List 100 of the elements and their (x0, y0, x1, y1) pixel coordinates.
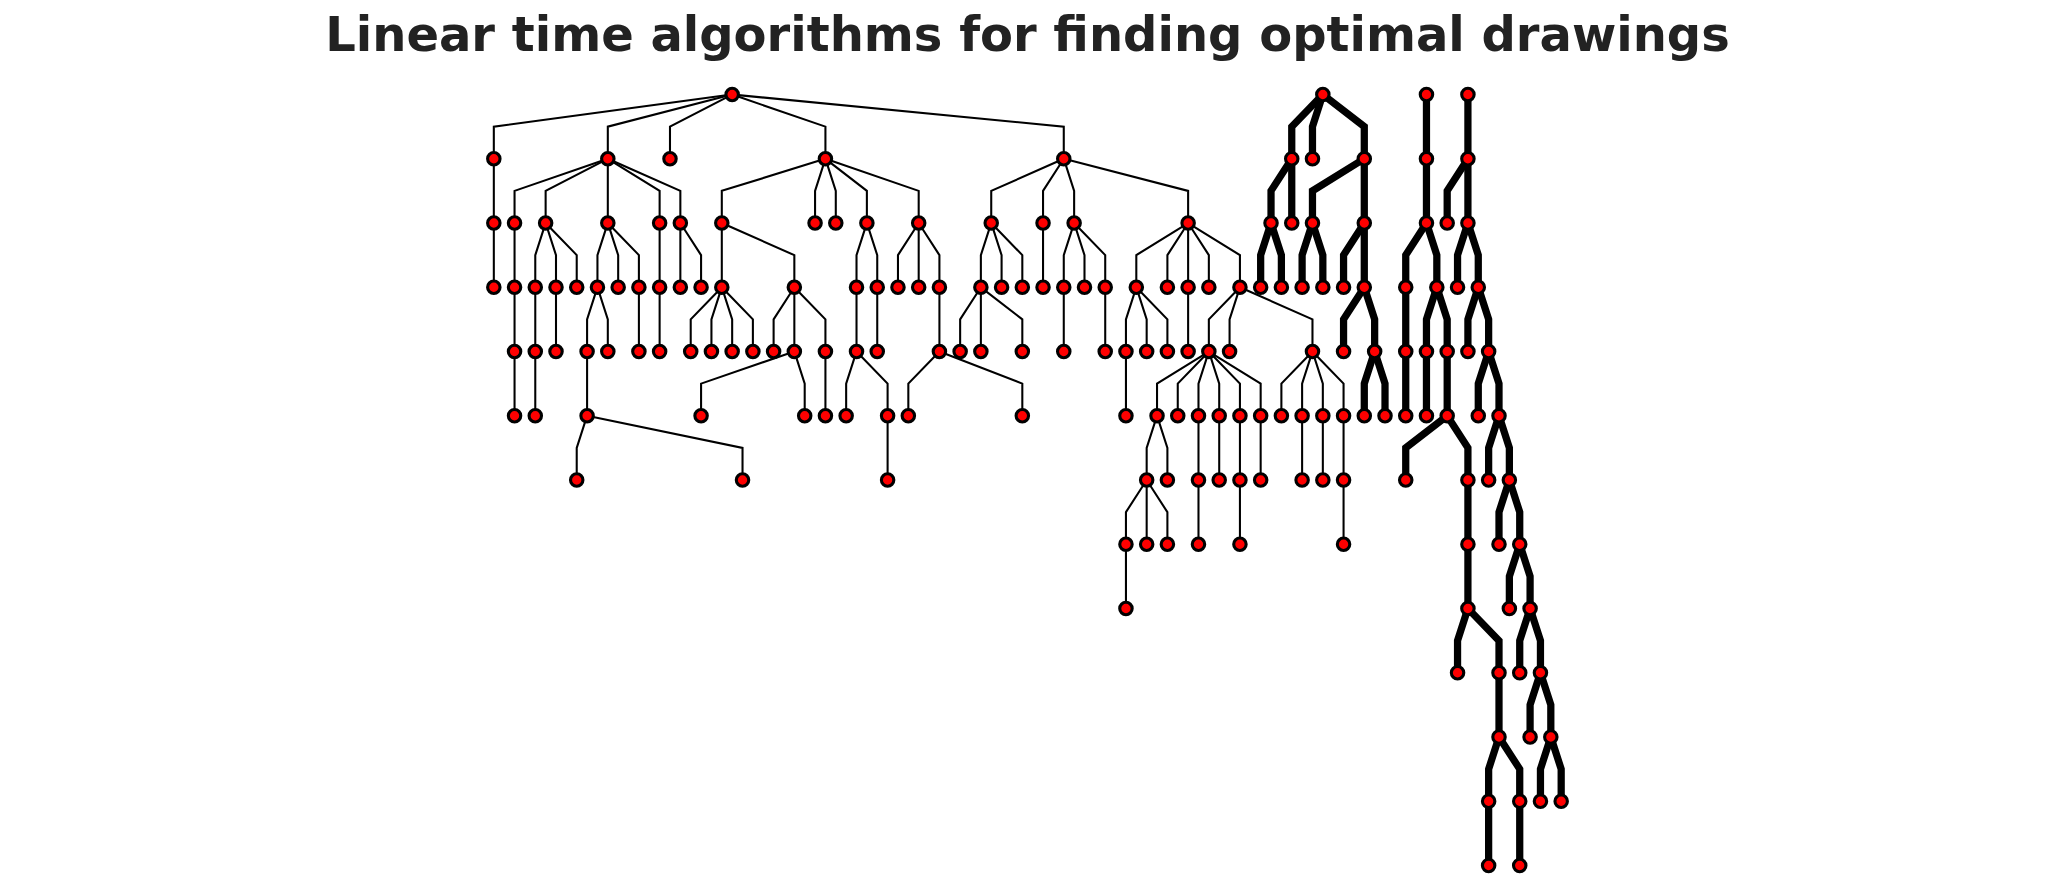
connector (611, 226, 640, 282)
node-circle (765, 343, 782, 360)
connector (1487, 356, 1503, 410)
connector (1516, 807, 1524, 860)
connector (1485, 741, 1501, 796)
node-circle (1190, 536, 1207, 553)
node-circle (672, 279, 689, 296)
node-circle (1273, 407, 1290, 424)
node-circle (1460, 536, 1476, 553)
connector (1321, 421, 1324, 474)
connector (549, 226, 578, 282)
node-circle (1439, 407, 1455, 424)
node-circle (1335, 343, 1352, 360)
connector (772, 291, 792, 346)
connector (886, 421, 889, 474)
connector (938, 293, 941, 346)
node-circle (1076, 279, 1093, 296)
node-circle (1397, 279, 1414, 296)
connector (797, 291, 827, 346)
connector (1197, 357, 1208, 410)
node-circle (1294, 279, 1310, 296)
connector (613, 160, 682, 217)
node-circle (1097, 343, 1113, 360)
connector (1466, 227, 1482, 282)
diagram-title: Linear time algorithms for finding optimal drawings (324, 6, 1731, 62)
node-circle (734, 472, 751, 488)
connector (1077, 226, 1107, 282)
node-circle (1118, 536, 1134, 553)
connector (1064, 164, 1076, 217)
connector (1495, 484, 1511, 539)
node-circle (1190, 407, 1207, 424)
connector (1190, 227, 1210, 282)
node-circle (931, 343, 948, 360)
connector (492, 164, 495, 217)
node-circle (651, 215, 668, 231)
node-circle (1470, 407, 1487, 424)
connector (1422, 164, 1431, 217)
connector (1339, 226, 1364, 282)
connector (992, 228, 1003, 282)
connector (1308, 99, 1325, 153)
node-circle (1056, 151, 1072, 167)
connector (1209, 357, 1221, 410)
connector (1149, 484, 1169, 539)
node-circle (631, 279, 647, 296)
connector (658, 293, 661, 346)
node-circle (900, 407, 917, 424)
connector (1505, 549, 1522, 603)
connector (1464, 486, 1472, 539)
node-circle (1118, 600, 1134, 617)
node-circle (828, 215, 844, 231)
node-circle (1097, 279, 1113, 296)
node-circle (1149, 407, 1165, 424)
connector (826, 164, 837, 217)
connector (722, 292, 734, 346)
node-circle (890, 279, 906, 296)
node-circle (1480, 472, 1497, 488)
node-circle (1304, 215, 1321, 231)
node-circle (506, 279, 523, 296)
node-circle (1138, 343, 1155, 360)
node-circle (1511, 793, 1528, 809)
node-circle (1232, 279, 1248, 296)
connector (1145, 486, 1148, 539)
connector (1342, 486, 1345, 539)
connector (1062, 293, 1065, 346)
node-circle (610, 279, 626, 296)
connector (1402, 357, 1410, 410)
node-circle (693, 407, 709, 424)
node-circle (1232, 407, 1248, 424)
connector (1453, 613, 1470, 667)
node-circle (1232, 472, 1248, 488)
node-circle (1159, 343, 1176, 360)
connector (738, 94, 1065, 153)
node-circle (662, 151, 678, 167)
connector (596, 228, 607, 282)
connector (513, 159, 603, 217)
connector (1464, 164, 1472, 217)
connector (682, 227, 703, 282)
connector (990, 160, 1059, 217)
node-circle (1180, 279, 1196, 296)
node-circle (1356, 279, 1373, 296)
node-circle (1418, 151, 1435, 167)
connector (1269, 227, 1285, 282)
connector (534, 357, 537, 410)
node-circle (1449, 279, 1466, 296)
node-circle (1501, 472, 1518, 488)
node-circle (745, 343, 761, 360)
node-circle (879, 472, 896, 488)
node-circle (1491, 664, 1507, 681)
connector (1104, 293, 1107, 346)
node-circle (1315, 86, 1331, 103)
connector (606, 95, 727, 153)
node-circle (672, 215, 689, 231)
connector (814, 164, 825, 217)
connector (1301, 421, 1304, 474)
node-circle (1159, 536, 1176, 553)
node-circle (869, 279, 885, 296)
connector (1238, 486, 1241, 539)
node-circle (1252, 279, 1269, 296)
connector (1464, 100, 1472, 153)
connector (1042, 229, 1045, 282)
